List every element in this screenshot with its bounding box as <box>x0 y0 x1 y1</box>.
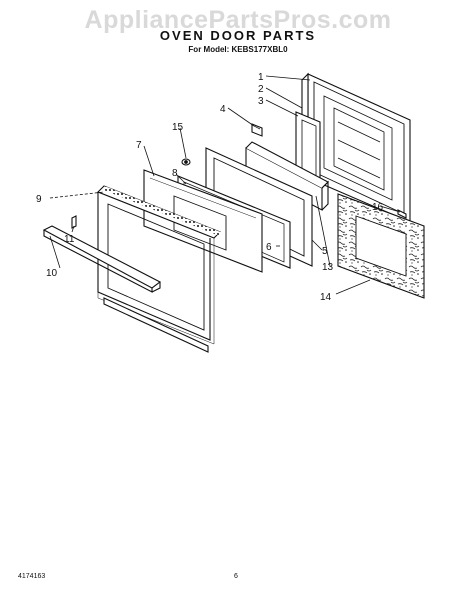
fastener <box>181 158 191 166</box>
page-number: 6 <box>234 573 238 580</box>
callout-3: 3 <box>258 96 264 107</box>
bottom-trim-strip <box>42 225 162 293</box>
callout-9: 9 <box>36 194 42 205</box>
callout-11: 11 <box>64 234 75 245</box>
door-insulation <box>337 193 425 299</box>
hinge-bracket <box>251 123 263 137</box>
callout-1: 1 <box>258 72 264 83</box>
callout-13: 13 <box>322 262 334 273</box>
diagram-title: OVEN DOOR PARTS <box>159 28 317 43</box>
callout-5: 5 <box>322 246 328 257</box>
callout-6: 6 <box>266 242 272 253</box>
screw <box>71 215 77 229</box>
callout-4: 4 <box>220 104 226 115</box>
callout-7: 7 <box>136 140 142 151</box>
callout-8: 8 <box>172 168 178 179</box>
watermark-text: AppliancePartsPros.com <box>84 6 392 34</box>
model-label: For Model: KEBS177XBL0 <box>188 45 288 54</box>
callout-15: 15 <box>172 122 184 133</box>
callout-16: 16 <box>372 202 384 213</box>
outer-door-frame <box>97 185 221 353</box>
leader-lines <box>49 75 401 295</box>
callout-14: 14 <box>320 292 332 303</box>
callout-10: 10 <box>46 268 58 279</box>
document-number: 4174163 <box>18 573 46 580</box>
callout-2: 2 <box>258 84 264 95</box>
